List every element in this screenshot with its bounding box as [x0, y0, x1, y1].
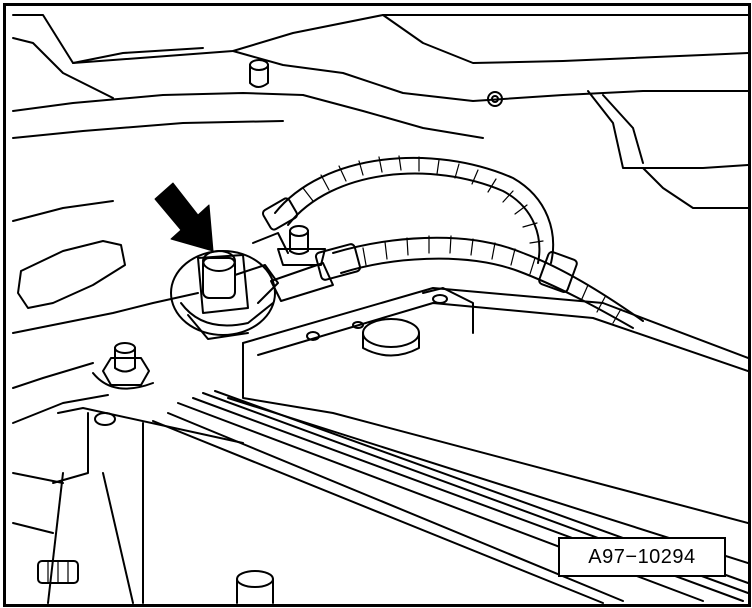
panel-cutout [12, 200, 199, 424]
lower-bolt [37, 560, 274, 604]
upper-stud [249, 59, 269, 88]
cable-harness-lower [252, 232, 644, 329]
battery-housing [242, 287, 748, 524]
terminal-stud [277, 225, 326, 266]
arrow-down-icon [154, 182, 214, 252]
cable-harness-upper [261, 155, 555, 264]
small-bolt [487, 91, 503, 107]
mounting-bolt [92, 342, 154, 390]
illustration-frame [3, 3, 751, 607]
battery-terminal [170, 250, 279, 340]
figure-reference-label: A97−10294 [558, 537, 726, 577]
line-drawing [12, 14, 748, 604]
upper-body-panel [12, 14, 748, 209]
